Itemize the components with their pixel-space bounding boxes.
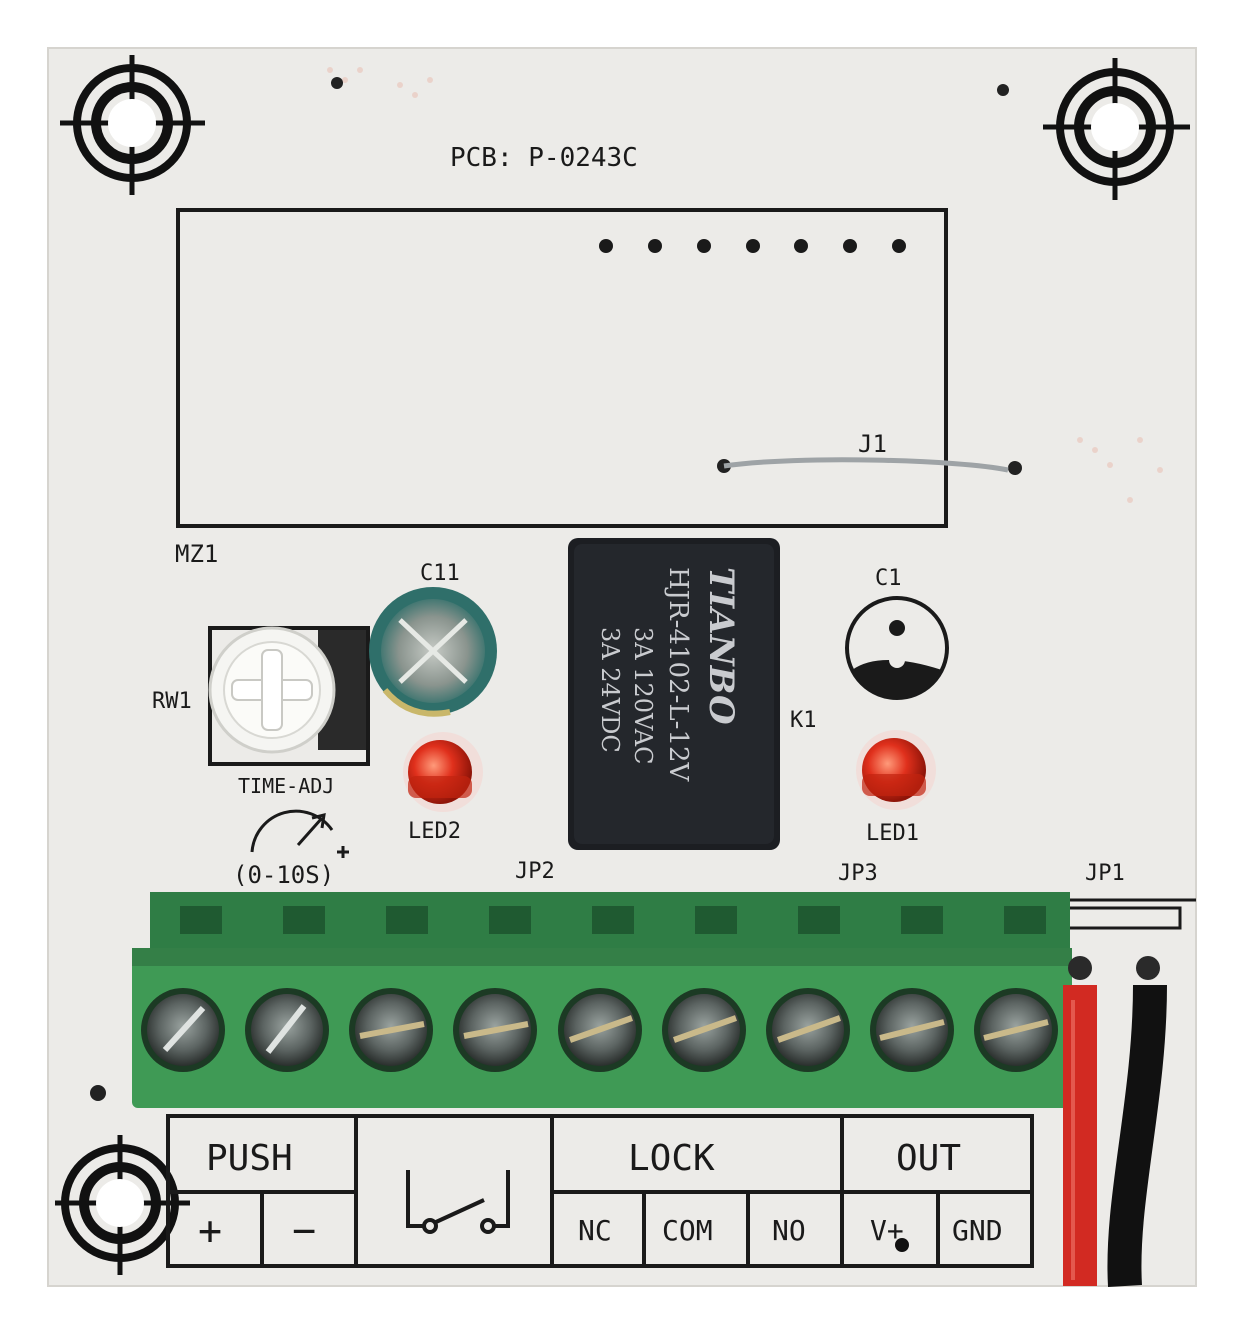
lock-label: LOCK [628,1138,715,1179]
terminal-screws[interactable] [141,988,1058,1072]
relay-model: HJR-4102-L-12V [663,567,693,783]
terminal-screw[interactable] [974,988,1058,1072]
push-label: PUSH [206,1138,293,1179]
nc-label: NC [578,1214,612,1247]
adjust-arrow-icon [250,809,349,858]
power-wires [1063,956,1167,1287]
terminal-block [132,892,1072,1108]
rw1-potentiometer[interactable] [208,626,370,766]
terminal-legend [166,1114,1034,1268]
terminal-screw[interactable] [766,988,850,1072]
mounting-hole-bottom-left [55,1135,190,1275]
relay-rating-ac: 3A 120VAC [629,627,657,764]
k1-label: K1 [790,708,817,733]
jp2-label: JP2 [515,859,555,884]
gnd-label: GND [952,1214,1003,1247]
jp3-label: JP3 [838,861,878,886]
mz1-outline [176,208,948,528]
led2 [403,732,483,812]
switch-symbol-icon [406,1170,510,1234]
terminal-screw[interactable] [245,988,329,1072]
push-plus-label: + [198,1208,222,1254]
mz1-label: MZ1 [175,540,218,568]
no-label: NO [772,1214,806,1247]
terminal-screw[interactable] [558,988,642,1072]
terminal-screw[interactable] [349,988,433,1072]
led2-label: LED2 [408,819,461,844]
out-label: OUT [896,1138,961,1179]
led1 [856,730,936,810]
rw1-label: RW1 [152,689,192,714]
mounting-hole-top-right [1043,58,1190,200]
terminal-screw[interactable] [870,988,954,1072]
push-minus-label: − [292,1208,316,1254]
com-label: COM [662,1214,713,1247]
c1-label: C1 [875,566,902,591]
led1-label: LED1 [866,821,919,846]
c1-footprint [845,596,949,700]
pcb-label: PCB: P-0243C [450,143,638,173]
k1-relay: TIANBO HJR-4102-L-12V 3A 120VAC 3A 24VDC [568,538,780,850]
c11-capacitor [369,587,497,717]
relay-rating-dc: 3A 24VDC [596,627,624,753]
terminal-screw[interactable] [141,988,225,1072]
range-label: (0-10S) [233,861,334,889]
j1-jumper-wire [717,457,1022,475]
terminal-screw[interactable] [453,988,537,1072]
j1-label: J1 [858,430,887,458]
mz1-header-pads [599,239,906,253]
mounting-hole-top-left [60,55,205,195]
time-adj-label: TIME-ADJ [238,774,334,798]
relay-brand: TIANBO [701,567,741,725]
jp1-label: JP1 [1085,861,1125,886]
terminal-screw[interactable] [662,988,746,1072]
c11-label: C11 [420,561,460,586]
